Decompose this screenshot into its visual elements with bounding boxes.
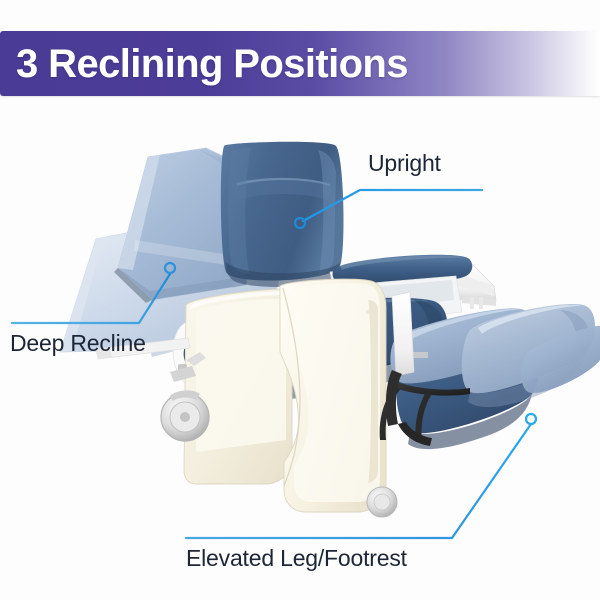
callout-label-upright: Upright [368, 150, 441, 176]
headline-banner: 3 Reclining Positions [0, 31, 600, 96]
footrest-pads [390, 304, 600, 408]
caster-wheel-right [366, 486, 398, 518]
frame-bar-left [95, 337, 191, 360]
side-panel-cream [183, 278, 387, 513]
callout-label-footrest: Elevated Leg/Footrest [186, 545, 407, 571]
backrest-upright [220, 141, 344, 287]
frame-post-right [391, 291, 415, 377]
callout-label-deep-recline: Deep Recline [10, 330, 146, 356]
headline-text: 3 Reclining Positions [16, 41, 409, 86]
